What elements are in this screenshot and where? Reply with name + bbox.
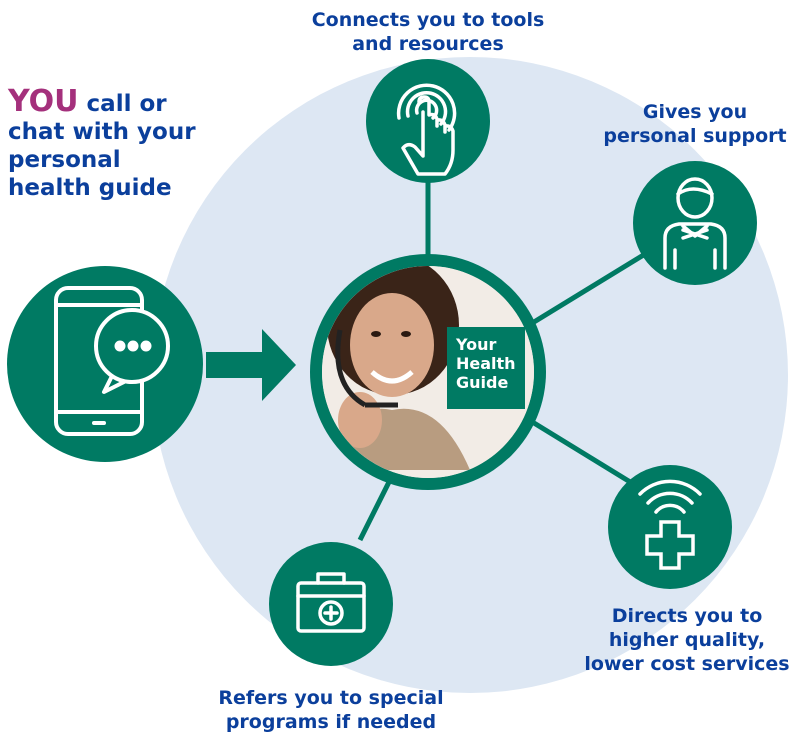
medical-kit-icon xyxy=(296,572,366,633)
tools-label-line: and resources xyxy=(352,33,504,55)
support-node xyxy=(633,161,757,285)
services-label-line: higher quality, xyxy=(608,629,766,651)
programs-label-line: Refers you to special xyxy=(218,687,444,709)
badge-line: Health xyxy=(456,354,516,373)
arrow-right-icon xyxy=(206,329,296,401)
phone-node xyxy=(7,266,203,462)
you-line1-rest: call or xyxy=(78,91,167,117)
you-intro-text: YOU call or chat with your personal heal… xyxy=(8,87,238,202)
health-guide-badge: Your Health Guide xyxy=(447,327,525,409)
programs-node xyxy=(269,542,393,666)
tap-finger-icon xyxy=(396,83,457,176)
phone-chat-icon xyxy=(54,286,170,436)
support-label: Gives you personal support xyxy=(585,100,805,148)
tools-node xyxy=(366,59,490,183)
programs-label-line: programs if needed xyxy=(225,711,437,733)
support-label-line: personal support xyxy=(603,125,787,147)
programs-label: Refers you to special programs if needed xyxy=(196,686,466,734)
you-line2: chat with your xyxy=(8,119,196,145)
services-label-line: lower cost services xyxy=(584,653,790,675)
person-bowtie-icon xyxy=(663,177,727,270)
tools-label: Connects you to tools and resources xyxy=(258,8,598,56)
wifi-cross-icon xyxy=(638,479,702,570)
health-guide-photo xyxy=(310,254,546,490)
you-line3: personal xyxy=(8,147,121,173)
badge-line: Your xyxy=(456,335,497,354)
badge-line: Guide xyxy=(456,373,509,392)
you-highlight: YOU xyxy=(8,84,79,119)
connector-programs xyxy=(357,480,392,542)
services-node xyxy=(608,465,732,589)
support-label-line: Gives you xyxy=(642,101,748,123)
connector-services xyxy=(532,420,642,491)
tools-label-line: Connects you to tools xyxy=(311,9,545,31)
you-line4: health guide xyxy=(8,175,172,201)
services-label: Directs you to higher quality, lower cos… xyxy=(570,604,804,676)
services-label-line: Directs you to xyxy=(611,605,763,627)
